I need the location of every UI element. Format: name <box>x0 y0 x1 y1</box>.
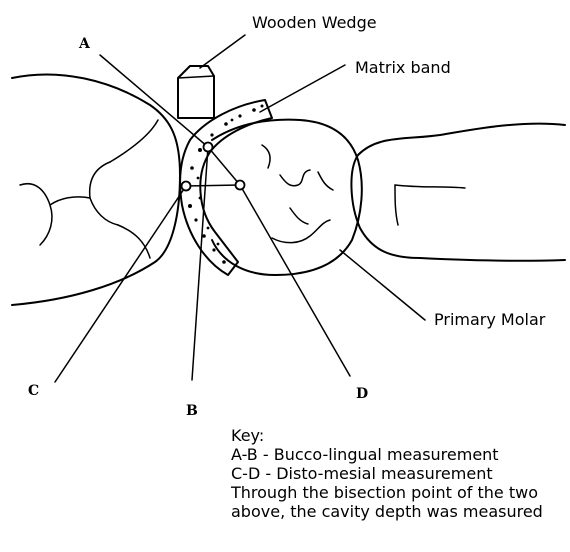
point-c-label: C <box>28 383 39 399</box>
key-line-cd: C-D - Disto-mesial measurement <box>231 464 566 483</box>
key-note: Through the bisection point of the two a… <box>231 483 566 521</box>
key-line-ab: A-B - Bucco-lingual measurement <box>231 445 566 464</box>
primary-molar-label: Primary Molar <box>434 310 546 329</box>
point-a-label: A <box>78 36 91 52</box>
wooden-wedge <box>178 35 245 118</box>
point-b-label: B <box>186 403 198 419</box>
matrix-band-label: Matrix band <box>355 58 451 77</box>
primary-molar <box>212 120 362 275</box>
point-d-label: D <box>356 386 368 402</box>
measurement-lines <box>55 55 425 382</box>
far-right-tooth <box>351 124 565 261</box>
matrix-band <box>180 65 345 275</box>
legend-key: Key: A-B - Bucco-lingual measurement C-D… <box>231 426 566 521</box>
key-title: Key: <box>231 426 566 445</box>
wooden-wedge-label: Wooden Wedge <box>252 13 377 32</box>
left-tooth <box>12 74 180 305</box>
